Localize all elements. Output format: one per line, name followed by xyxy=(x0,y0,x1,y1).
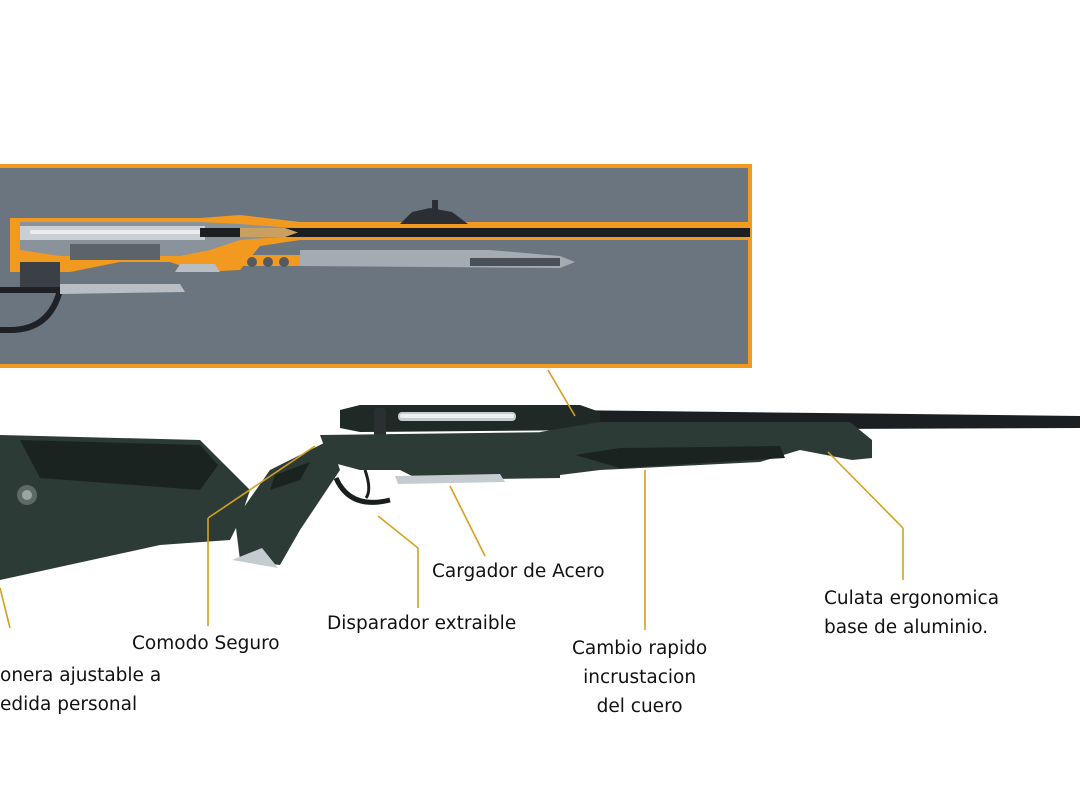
callout-comodo: Comodo Seguro xyxy=(132,633,280,654)
pistol-grip xyxy=(235,440,340,565)
leader-lines xyxy=(0,369,904,630)
cutaway-inset xyxy=(0,164,752,368)
callout-cargador: Cargador de Acero xyxy=(432,561,605,582)
callout-cambio: Cambio rapido incrustacion del cuero xyxy=(572,638,708,717)
callout-disparador: Disparador extraible xyxy=(327,613,517,634)
callout-cantonera: onera ajustable a edida personal xyxy=(0,665,162,715)
callout-culata: Culata ergonomica base de aluminio. xyxy=(824,588,1000,638)
rifle xyxy=(0,405,1080,580)
